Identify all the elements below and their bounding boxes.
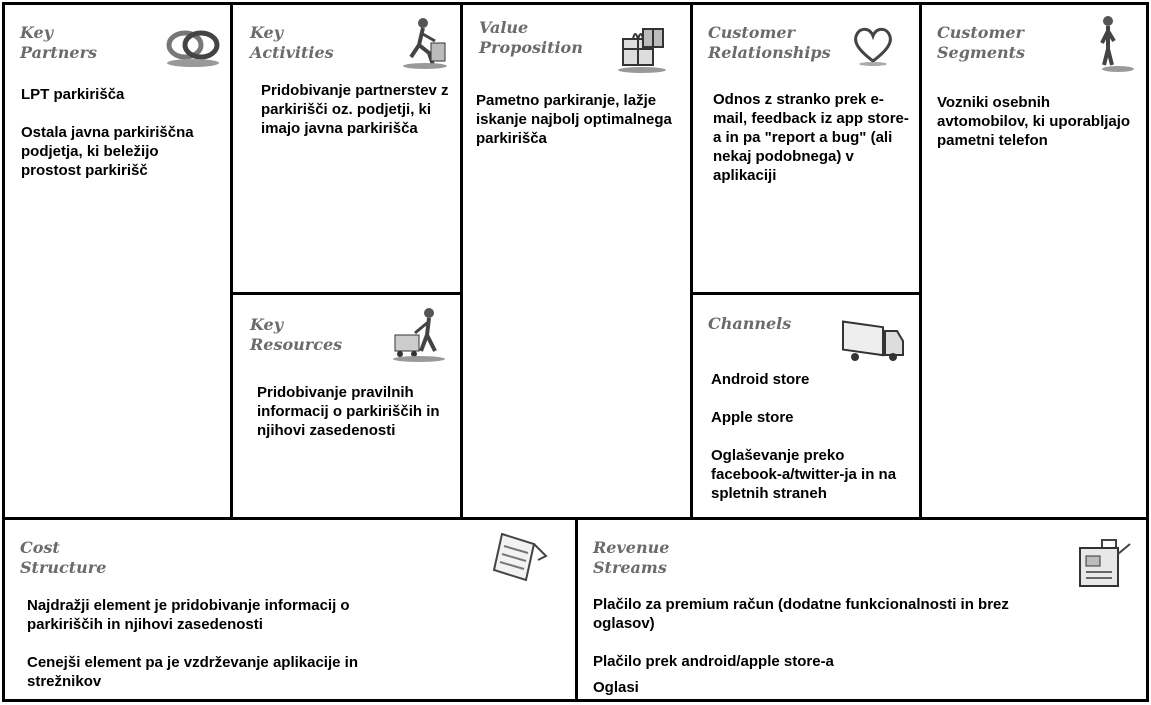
- standing-person-icon: [1088, 13, 1136, 73]
- customer-segments-item-1: Vozniki osebnih avtomobilov, ki uporablj…: [937, 94, 1131, 149]
- section-title: Key Partners: [20, 23, 98, 62]
- channels-item-2: Apple store: [711, 409, 794, 426]
- key-activities-section: Key Activities Pridobivanje partnerstev …: [233, 5, 460, 292]
- revenue-streams-item-3: Oglasi: [593, 679, 639, 696]
- revenue-streams-item-2: Plačilo prek android/apple store-a: [593, 653, 834, 670]
- channels-item-3: Oglaševanje preko facebook-a/twitter-ja …: [711, 447, 897, 502]
- section-title: Customer Segments: [937, 23, 1026, 62]
- channels-text: Android store Apple store Oglaševanje pr…: [711, 370, 911, 503]
- divider-v1: [230, 2, 233, 519]
- heart-icon: [851, 23, 895, 67]
- revenue-streams-text: Plačilo za premium račun (dodatne funkci…: [593, 595, 1013, 697]
- section-title: Cost Structure: [20, 538, 107, 577]
- section-title: Key Activities: [250, 23, 334, 62]
- gift-boxes-icon: [615, 19, 669, 75]
- divider-v2: [460, 2, 463, 519]
- value-proposition-item-1: Pametno parkiranje, lažje iskanje najbol…: [476, 92, 672, 147]
- key-activities-text: Pridobivanje partnerstev z parkirišči oz…: [261, 81, 451, 138]
- key-partners-item-1: LPT parkirišča: [21, 86, 125, 103]
- value-proposition-section: Value Proposition Pametno parkiranje, la…: [463, 5, 690, 517]
- customer-relationships-text: Odnos z stranko prek e-mail, feedback iz…: [713, 90, 913, 185]
- channels-section: Channels Android store Apple store Oglaš…: [693, 295, 919, 517]
- cost-structure-item-2: Cenejši element pa je vzdrževanje aplika…: [27, 654, 358, 690]
- section-title: Channels: [708, 314, 792, 333]
- customer-segments-text: Vozniki osebnih avtomobilov, ki uporablj…: [937, 93, 1137, 150]
- cost-structure-section: Cost Structure Najdražji element je prid…: [5, 520, 575, 699]
- cash-register-icon: [1072, 534, 1134, 592]
- value-proposition-text: Pametno parkiranje, lažje iskanje najbol…: [476, 91, 686, 148]
- divider-cost-revenue: [575, 517, 578, 701]
- customer-relationships-item-1: Odnos z stranko prek e-mail, feedback iz…: [713, 91, 909, 184]
- key-resources-item-1: Pridobivanje pravilnih informacij o park…: [257, 384, 440, 439]
- key-activities-item-1: Pridobivanje partnerstev z parkirišči oz…: [261, 82, 449, 137]
- divider-v4: [919, 2, 922, 519]
- section-title: Customer Relationships: [708, 23, 831, 62]
- customer-segments-section: Customer Segments Vozniki osebnih avtomo…: [922, 5, 1146, 517]
- cost-structure-item-1: Najdražji element je pridobivanje inform…: [27, 597, 350, 633]
- key-partners-section: Key Partners LPT parkirišča Ostala javna…: [5, 5, 230, 517]
- divider-relationships-channels: [690, 292, 921, 295]
- border-right: [1146, 2, 1149, 702]
- worker-with-cart-icon: [391, 305, 447, 363]
- key-partners-text: LPT parkirišča Ostala javna parkiriščna …: [21, 85, 221, 180]
- key-partners-item-2: Ostala javna parkiriščna podjetja, ki be…: [21, 124, 194, 179]
- revenue-streams-item-1: Plačilo za premium račun (dodatne funkci…: [593, 596, 1009, 632]
- chain-links-icon: [163, 23, 225, 69]
- key-resources-text: Pridobivanje pravilnih informacij o park…: [257, 383, 457, 440]
- worker-kneeling-icon: [401, 13, 451, 69]
- border-left: [2, 2, 5, 702]
- revenue-streams-section: Revenue Streams Plačilo za premium račun…: [578, 520, 1146, 699]
- divider-v3: [690, 2, 693, 519]
- section-title: Value Proposition: [479, 18, 583, 57]
- delivery-truck-icon: [839, 315, 907, 363]
- price-tag-receipt-icon: [490, 526, 550, 586]
- section-title: Revenue Streams: [593, 538, 670, 577]
- channels-item-1: Android store: [711, 371, 810, 388]
- border-top: [2, 2, 1149, 5]
- customer-relationships-section: Customer Relationships Odnos z stranko p…: [693, 5, 919, 292]
- key-resources-section: Key Resources Pridobivanje pravilnih inf…: [233, 295, 460, 517]
- cost-structure-text: Najdražji element je pridobivanje inform…: [27, 596, 407, 691]
- divider-activities-resources: [230, 292, 462, 295]
- section-title: Key Resources: [250, 315, 343, 354]
